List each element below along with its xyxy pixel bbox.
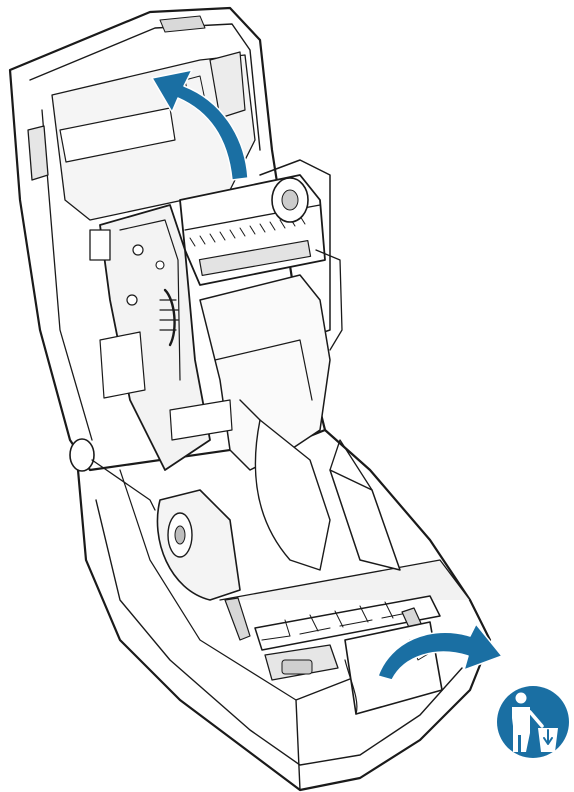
- left-hinge-arm: [69, 204, 211, 511]
- center-chassis: [99, 249, 343, 571]
- trash-disposal-icon: [497, 686, 569, 758]
- curved-arrow-right-icon: [377, 623, 503, 681]
- curved-arrow-up-icon: [151, 69, 249, 181]
- printhead-assembly: [179, 159, 331, 341]
